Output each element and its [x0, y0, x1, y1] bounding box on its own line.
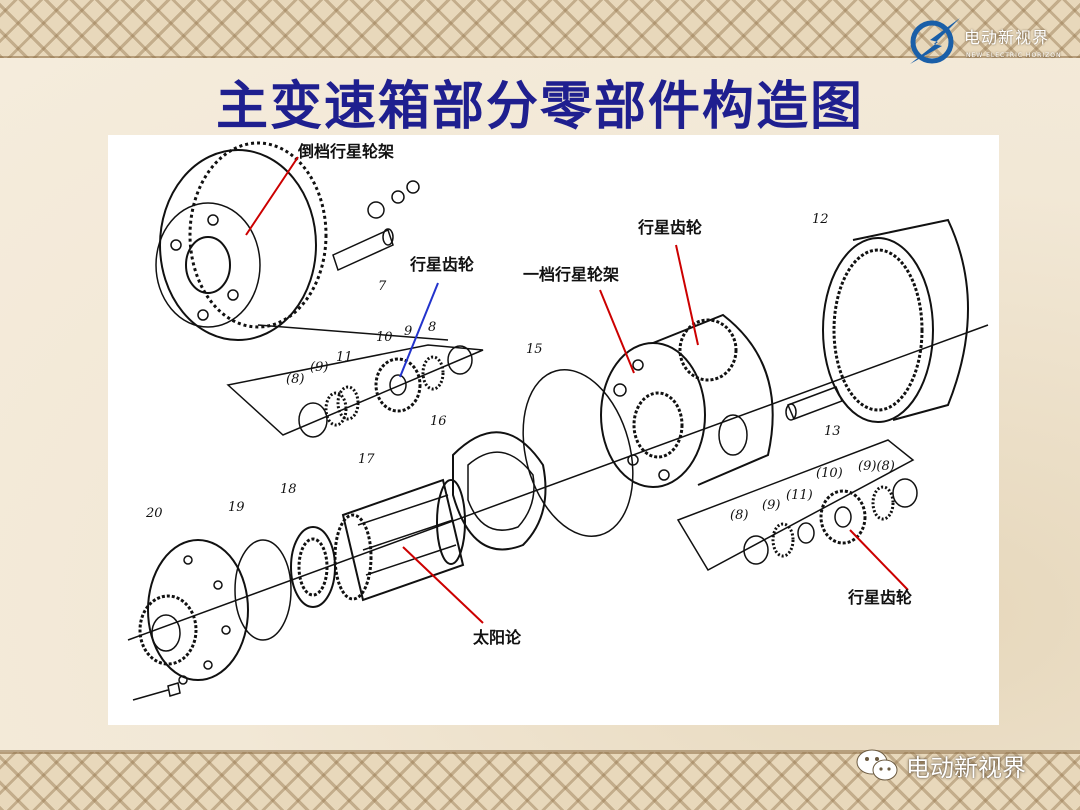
lightning-globe-icon — [910, 18, 960, 64]
part-number: (9)(8) — [858, 459, 895, 474]
part-number: 16 — [430, 414, 447, 429]
snap-ring-19 — [234, 539, 292, 641]
bottom-decorative-band — [0, 752, 1080, 810]
part-number: 8 — [428, 320, 436, 335]
part-number: (9) — [310, 360, 328, 375]
part-number: (8) — [286, 372, 304, 387]
wechat-watermark: 电动新视界 — [852, 744, 1072, 784]
part-number: 7 — [378, 279, 387, 294]
part-number: 12 — [812, 212, 829, 227]
part-number: (9) — [762, 498, 780, 513]
ring-gear-12 — [822, 218, 969, 423]
part-number: (10) — [816, 466, 843, 481]
flange-20 — [132, 539, 249, 701]
logo-text-en: NEW ELECTRIC HORIZON — [966, 52, 1062, 59]
leader-lines — [245, 156, 909, 624]
part-number: 15 — [526, 342, 543, 357]
bottom-band-edge — [0, 750, 1080, 754]
axis-line-lower — [127, 324, 989, 641]
wechat-icon — [856, 749, 898, 781]
part-number: 11 — [336, 350, 353, 365]
part-number: 17 — [358, 452, 375, 467]
pin-7 — [332, 180, 420, 272]
part-number: 18 — [280, 482, 297, 497]
watermark-text: 电动新视界 — [906, 754, 1026, 782]
part-number: 13 — [824, 424, 841, 439]
plate-16 — [452, 431, 547, 551]
left-planet-gear-group — [226, 344, 484, 438]
pin-13 — [785, 386, 843, 421]
part-number: (8) — [730, 508, 748, 523]
label-reverse-carrier: 倒档行星轮架 — [297, 142, 394, 161]
label-planet-gear-top: 行星齿轮 — [637, 218, 702, 237]
part-number: 20 — [145, 506, 163, 521]
page-title: 主变速箱部分零部件构造图 — [215, 77, 864, 137]
part-number: (11) — [786, 488, 813, 503]
snap-ring-15 — [522, 369, 634, 537]
reverse-planet-carrier — [155, 141, 328, 341]
part-number: 9 — [404, 324, 412, 339]
exploded-view-drawing: 倒档行星轮架 行星齿轮 一档行星轮架 行星齿轮 行星齿轮 太阳论 7 (8) (… — [127, 141, 989, 701]
label-planet-gear-left: 行星齿轮 — [409, 255, 474, 274]
part-number: 10 — [376, 330, 393, 345]
logo-text-cn: 电动新视界 — [964, 28, 1050, 47]
part-number: 19 — [228, 500, 245, 515]
brand-logo: 电动新视界 NEW ELECTRIC HORIZON — [904, 14, 1074, 70]
label-planet-gear-bottom: 行星齿轮 — [847, 588, 912, 607]
first-planet-carrier — [600, 313, 774, 488]
right-planet-gear-group — [676, 439, 918, 571]
label-first-carrier: 一档行星轮架 — [523, 265, 619, 284]
gearbox-exploded-diagram: 倒档行星轮架 行星齿轮 一档行星轮架 行星齿轮 行星齿轮 太阳论 7 (8) (… — [108, 135, 999, 725]
label-sun-gear: 太阳论 — [472, 628, 522, 647]
top-decorative-band — [0, 0, 1080, 58]
bearing-18 — [290, 526, 336, 608]
